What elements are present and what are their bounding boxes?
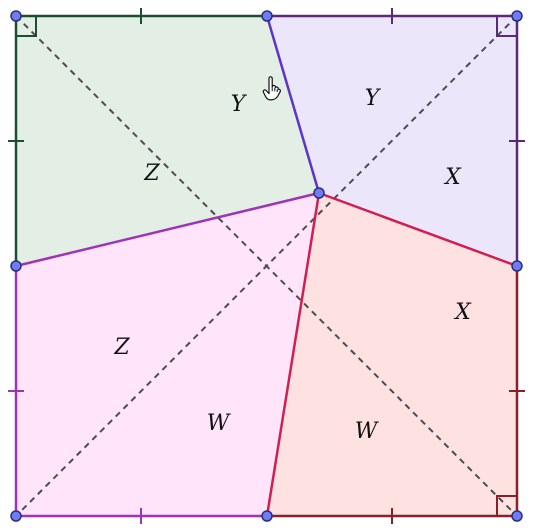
right-angle-marker-top-right <box>496 16 517 37</box>
right-angle-marker-top-left <box>16 16 37 37</box>
segment-bottom <box>265 192 321 517</box>
point-left-mid[interactable] <box>10 260 22 272</box>
region-green <box>16 16 319 266</box>
point-bottom-left[interactable] <box>10 510 22 522</box>
label-x-lower: X <box>453 300 472 325</box>
diagonal-anti <box>15 15 518 517</box>
label-w-left: W <box>207 411 232 436</box>
hand-pointer-icon <box>262 76 281 101</box>
point-bottom-right[interactable] <box>511 510 523 522</box>
segment-right <box>318 191 518 268</box>
point-top-right[interactable] <box>511 10 523 22</box>
point-right-mid[interactable] <box>511 260 523 272</box>
point-bottom-mid[interactable] <box>261 510 273 522</box>
label-z-upper: Z <box>143 161 160 186</box>
label-w-right: W <box>355 419 380 444</box>
label-y-left: Y <box>231 92 248 117</box>
label-z-lower: Z <box>113 335 130 360</box>
right-angle-marker-bottom-right <box>496 495 517 516</box>
point-top-left[interactable] <box>10 10 22 22</box>
segment-left <box>15 191 320 268</box>
segment-top <box>265 15 321 194</box>
point-top-mid[interactable] <box>261 10 273 22</box>
label-x-upper: X <box>443 165 462 190</box>
label-y-right: Y <box>365 86 382 111</box>
point-center[interactable] <box>313 187 325 199</box>
region-red <box>267 193 517 516</box>
region-pink <box>16 193 319 516</box>
